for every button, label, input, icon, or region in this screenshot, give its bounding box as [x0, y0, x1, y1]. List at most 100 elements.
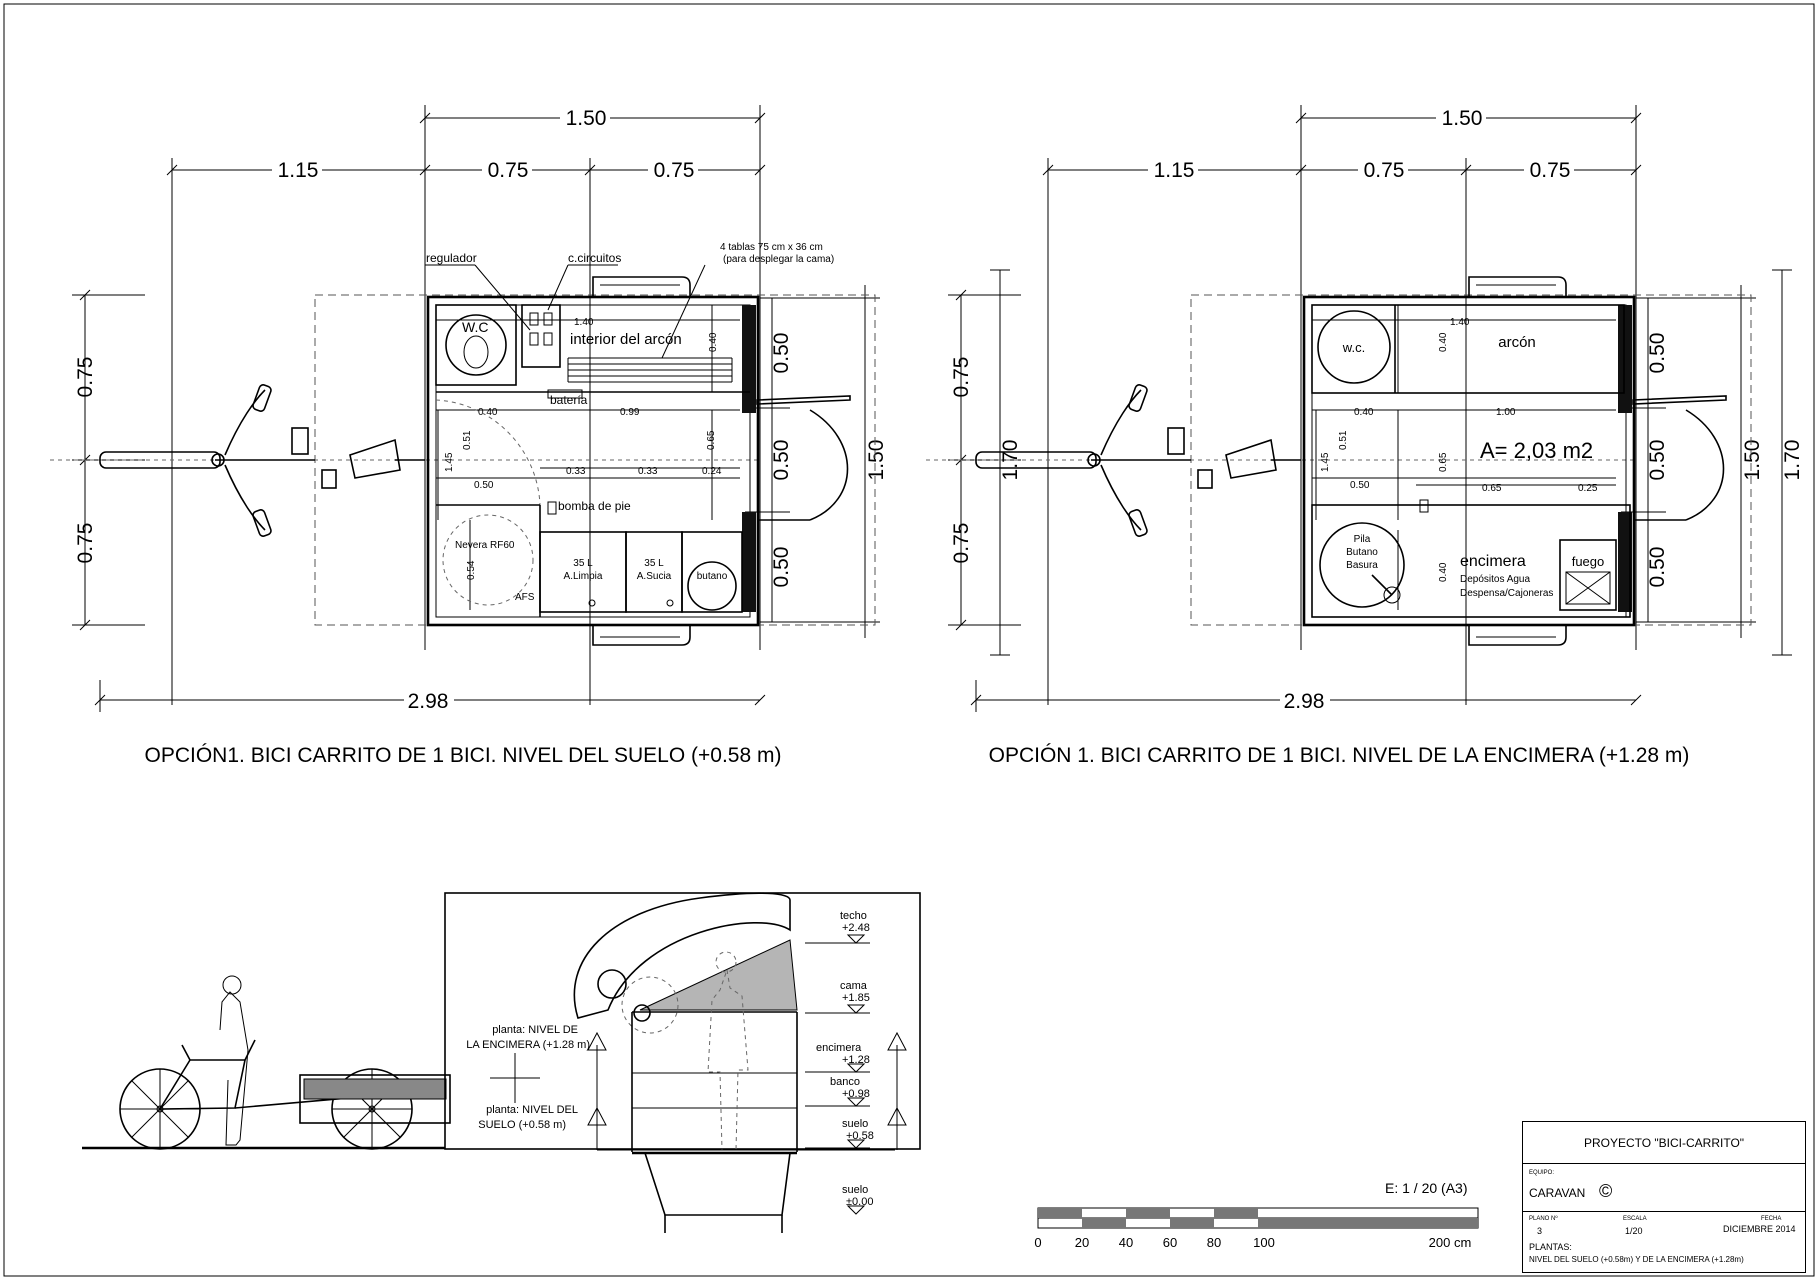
- title-block: PROYECTO "BICI-CARRITO" EQUIPO: CARAVAN …: [1522, 1121, 1806, 1273]
- inner-dim: 0.99: [620, 407, 640, 418]
- fuego-label: fuego: [1572, 554, 1605, 569]
- sucia-liters: 35 L: [644, 558, 664, 569]
- plantas-label: PLANTAS:: [1529, 1242, 1572, 1252]
- limpia-liters: 35 L: [573, 558, 593, 569]
- inner-dim: 1.40: [574, 317, 594, 328]
- copyright-icon: ©: [1599, 1181, 1613, 1201]
- butano-label: butano: [697, 571, 728, 582]
- dim-top-half1: 0.75: [1364, 159, 1405, 182]
- inner-dim: 1.45: [444, 452, 455, 472]
- info-row: PLANO Nº ESCALA FECHA 3 1/20 DICIEMBRE 2…: [1523, 1212, 1805, 1274]
- inner-dim: 0.33: [566, 466, 586, 477]
- plan-left-caption: OPCIÓN1. BICI CARRITO DE 1 BICI. NIVEL D…: [145, 744, 782, 767]
- team-name: CARAVAN: [1529, 1186, 1586, 1200]
- equipo-header: EQUIPO:: [1529, 1170, 1555, 1176]
- ccircuitos-label: c.circuitos: [568, 251, 621, 265]
- plan-counter-level: 1.50 1.15 0.75 0.75 2.98 0.75 0.75: [926, 105, 1804, 767]
- sheet-border: [3, 3, 1815, 1277]
- level-name: encimera: [816, 1042, 862, 1054]
- dim-left-upper: 0.75: [74, 357, 97, 398]
- level-value: +0.98: [842, 1088, 870, 1100]
- plan-description: NIVEL DEL SUELO (+0.58m) Y DE LA ENCIMER…: [1529, 1255, 1744, 1264]
- escala-header: ESCALA: [1623, 1216, 1647, 1222]
- planta-encimera-label-2: LA ENCIMERA (+1.28 m): [466, 1039, 590, 1051]
- scale-tick: 60: [1163, 1235, 1177, 1250]
- level-value: ±0.00: [846, 1196, 873, 1208]
- level-markers: techo +2.48 cama +1.85 encimera +1.28 ba…: [805, 910, 874, 1215]
- fecha-header: FECHA: [1761, 1216, 1782, 1222]
- plan-right-caption: OPCIÓN 1. BICI CARRITO DE 1 BICI. NIVEL …: [989, 744, 1690, 767]
- dim-right-c: 0.50: [1646, 547, 1669, 588]
- inner-dim: 1.00: [1496, 407, 1516, 418]
- dim-top-half2: 0.75: [1530, 159, 1571, 182]
- inner-dim: 0.51: [462, 430, 473, 450]
- dim-right-overall: 1.70: [1781, 440, 1804, 481]
- inner-dim: 0.40: [1438, 562, 1449, 582]
- inner-dim: 0.50: [1350, 480, 1370, 491]
- level-name: banco: [830, 1076, 860, 1088]
- scale-tick: 0: [1034, 1235, 1041, 1250]
- scale-bar: E: 1 / 20 (A3) 0 20 40 60 80 100 200 cm: [1034, 1180, 1479, 1250]
- area-label: A= 2,03 m2: [1480, 438, 1593, 463]
- bicycle-plan-icon: [975, 384, 1301, 537]
- planta-suelo-label-1: planta: NIVEL DEL: [486, 1104, 578, 1116]
- inner-dim: 0.65: [706, 430, 717, 450]
- dim-right-c: 0.50: [770, 547, 793, 588]
- dim-left-lower: 0.75: [74, 523, 97, 564]
- wc-label: w.c.: [1342, 340, 1365, 355]
- planta-suelo-label-2: SUELO (+0.58 m): [478, 1119, 566, 1131]
- plan-floor-level: 1.50 1.15 0.75 0.75 2.98 0.75 0.75: [50, 105, 1022, 767]
- depositos-label: Depósitos Agua: [1460, 574, 1530, 585]
- section-frame: [444, 892, 921, 1150]
- tablas-label-1: 4 tablas 75 cm x 36 cm: [720, 242, 823, 253]
- inner-dim: 0.40: [478, 407, 498, 418]
- escala-value: 1/20: [1625, 1226, 1643, 1236]
- dim-right-b: 0.50: [770, 440, 793, 481]
- bomba-label: bomba de pie: [558, 499, 631, 513]
- plano-header: PLANO Nº: [1529, 1216, 1558, 1222]
- inner-dim: 0.40: [1354, 407, 1374, 418]
- inner-dim: 0.25: [1578, 483, 1598, 494]
- bateria-label: batería: [550, 393, 588, 407]
- inner-dim: 0.51: [1338, 430, 1349, 450]
- despensa-label: Despensa/Cajoneras: [1460, 588, 1553, 599]
- inner-dim: 0.65: [1438, 452, 1449, 472]
- dim-right-a: 0.50: [770, 333, 793, 374]
- butano-label: Butano: [1346, 547, 1378, 558]
- dim-top-half2: 0.75: [654, 159, 695, 182]
- inner-dim: 0.50: [474, 480, 494, 491]
- side-elevation-bike: [82, 975, 451, 1150]
- level-value: +0.58: [846, 1130, 874, 1142]
- inner-dim: 0.24: [702, 466, 722, 477]
- project-title: PROYECTO "BICI-CARRITO": [1523, 1122, 1805, 1164]
- level-name: techo: [840, 910, 867, 922]
- team-row: EQUIPO: CARAVAN ©: [1523, 1164, 1805, 1212]
- level-value: +1.85: [842, 992, 870, 1004]
- dim-bottom-total: 2.98: [1284, 690, 1325, 713]
- level-name: cama: [840, 980, 868, 992]
- encimera-label: encimera: [1460, 553, 1526, 570]
- wc-label: W.C: [462, 319, 488, 335]
- scale-tick: 20: [1075, 1235, 1089, 1250]
- scale-tick: 200 cm: [1429, 1235, 1472, 1250]
- inner-dim: 0.40: [708, 332, 719, 352]
- level-name: suelo: [842, 1118, 868, 1130]
- cross-section: planta: NIVEL DE LA ENCIMERA (+1.28 m) p…: [444, 892, 921, 1233]
- inner-dim: 0.65: [1482, 483, 1502, 494]
- dim-bottom-total: 2.98: [408, 690, 449, 713]
- level-value: +1.28: [842, 1054, 870, 1066]
- dim-top-bike: 1.15: [1154, 159, 1195, 182]
- limpia-label: A.Limpia: [564, 571, 603, 582]
- crosshair-icon: [490, 1053, 540, 1103]
- nevera-label: Nevera RF60: [455, 540, 515, 551]
- sucia-label: A.Sucia: [637, 571, 672, 582]
- level-value: +2.48: [842, 922, 870, 934]
- dim-left-upper: 0.75: [950, 357, 973, 398]
- afs-label: AFS: [515, 592, 535, 603]
- dim-top-total: 1.50: [1442, 107, 1483, 130]
- dim-top-bike: 1.15: [278, 159, 319, 182]
- scale-tick: 100: [1253, 1235, 1275, 1250]
- arcon-label: interior del arcón: [570, 331, 682, 348]
- dim-right-b: 0.50: [1646, 440, 1669, 481]
